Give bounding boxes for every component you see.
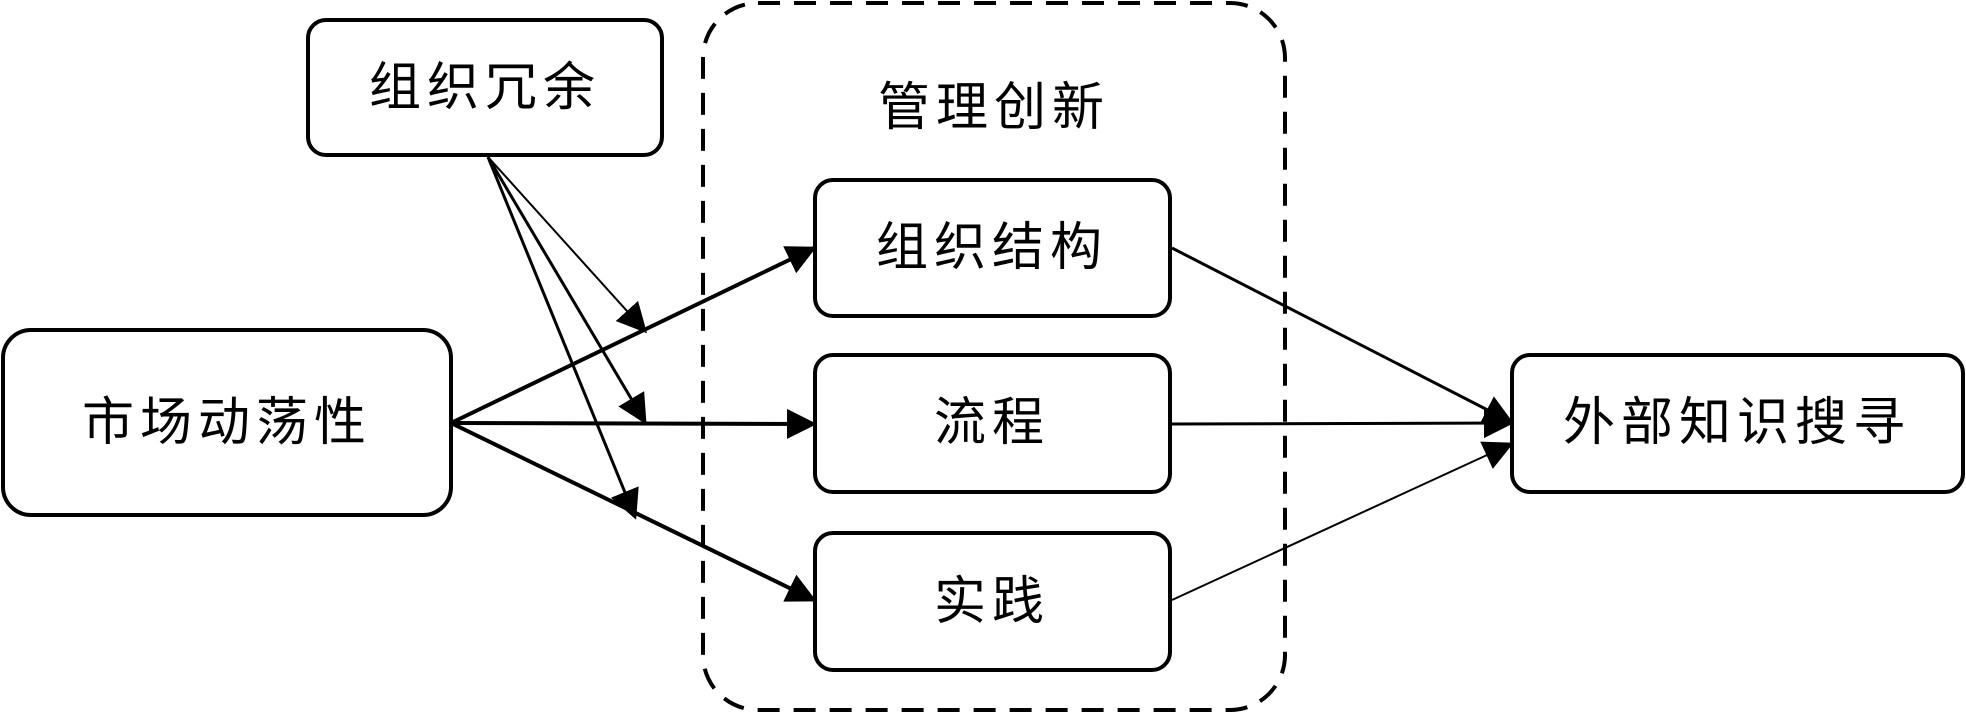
arrow-redundancy-moderates-process [486, 156, 647, 425]
node-process: 流程 [813, 353, 1172, 494]
arrow-redundancy-moderates-practice [486, 156, 639, 520]
node-label: 组织结构 [876, 218, 1108, 278]
node-label: 外部知识搜寻 [1563, 393, 1911, 453]
arrow-redundancy-moderates-structure [487, 156, 648, 334]
node-label: 实践 [934, 572, 1050, 632]
node-label: 组织冗余 [369, 58, 601, 118]
node-external-knowledge-search: 外部知识搜寻 [1510, 353, 1965, 494]
node-organizational-redundancy: 组织冗余 [306, 18, 664, 157]
arrow-practice-to-search [1171, 441, 1514, 601]
node-market-dynamism: 市场动荡性 [1, 328, 453, 517]
node-organizational-structure: 组织结构 [813, 178, 1172, 318]
arrow-dynamism-to-structure [450, 246, 817, 425]
arrow-dynamism-to-process [450, 408, 817, 439]
node-label: 流程 [934, 393, 1050, 453]
management-innovation-group [701, 1, 1287, 712]
node-practice: 实践 [813, 531, 1172, 672]
arrow-structure-to-search [1171, 246, 1514, 424]
arrow-process-to-search [1171, 408, 1514, 439]
node-label: 市场动荡性 [82, 393, 372, 453]
group-title: 管理创新 [878, 78, 1110, 138]
